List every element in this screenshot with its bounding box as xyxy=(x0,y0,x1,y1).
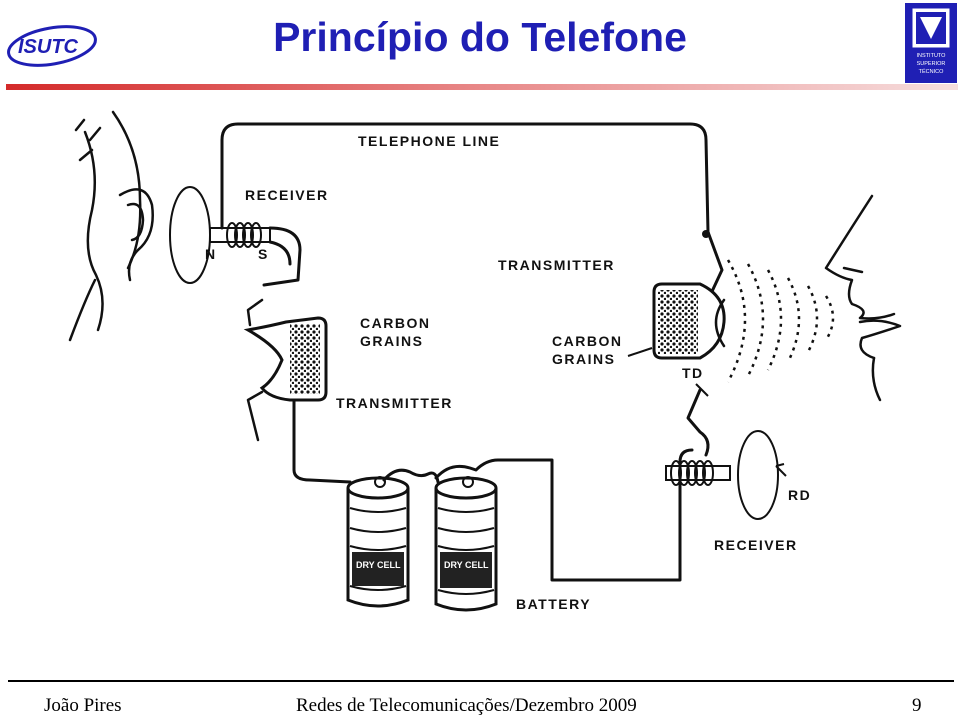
receiver-magnet-left xyxy=(209,222,271,248)
receiver-right-label: RECEIVER xyxy=(714,537,798,553)
dry-cell-right xyxy=(434,476,498,612)
footer-divider xyxy=(8,680,954,682)
svg-text:SUPERIOR: SUPERIOR xyxy=(917,61,946,67)
transmitter-left xyxy=(243,298,328,442)
carbon-grains-right-line1: CARBON xyxy=(552,333,622,349)
receiver-left-label: RECEIVER xyxy=(245,187,329,203)
footer-course: Redes de Telecomunicações/Dezembro 2009 xyxy=(296,695,637,716)
ist-logo-text: INSTITUTO SUPERIOR TÉCNICO xyxy=(923,78,939,81)
svg-text:TÉCNICO: TÉCNICO xyxy=(919,68,944,75)
ear-illustration xyxy=(68,110,154,342)
header-divider xyxy=(6,84,958,90)
rd-label: RD xyxy=(788,487,811,503)
carbon-grains-left-line1: CARBON xyxy=(360,315,430,331)
dry-cell-left xyxy=(346,476,410,608)
battery-label: BATTERY xyxy=(516,596,591,612)
carbon-grains-right-line2: GRAINS xyxy=(552,351,615,367)
receiver-diaphragm-left xyxy=(169,186,211,284)
receiver-diaphragm-right xyxy=(737,430,779,520)
td-label: TD xyxy=(682,365,704,381)
telephone-line-wire xyxy=(220,122,710,234)
sound-waves xyxy=(726,259,835,383)
page-title: Princípio do Telefone xyxy=(273,14,687,60)
ist-logo: INSTITUTO SUPERIOR TÉCNICO INSTITUTO SUP… xyxy=(905,3,957,83)
dry-cell-right-label: DRY CELL xyxy=(444,560,489,570)
transmitter-right xyxy=(652,282,726,360)
page-number: 9 xyxy=(912,695,922,716)
carbon-grains-left-line2: GRAINS xyxy=(360,333,423,349)
isutc-logo: ISUTC xyxy=(7,25,97,67)
telephone-circuit-diagram: N S RECEIVER CARBON GRAINS TRANSMITTER D… xyxy=(68,110,902,612)
south-pole-label: S xyxy=(258,246,269,262)
dry-cell-left-label: DRY CELL xyxy=(356,560,401,570)
transmitter-left-label: TRANSMITTER xyxy=(336,395,453,411)
transmitter-right-label: TRANSMITTER xyxy=(498,257,615,273)
svg-text:INSTITUTO: INSTITUTO xyxy=(917,53,947,59)
footer-author: João Pires xyxy=(44,695,122,716)
north-pole-label: N xyxy=(205,246,217,262)
telephone-line-label: TELEPHONE LINE xyxy=(358,133,500,149)
face-illustration xyxy=(824,194,902,402)
isutc-logo-text: ISUTC xyxy=(18,36,79,58)
receiver-magnet-right xyxy=(665,460,731,486)
